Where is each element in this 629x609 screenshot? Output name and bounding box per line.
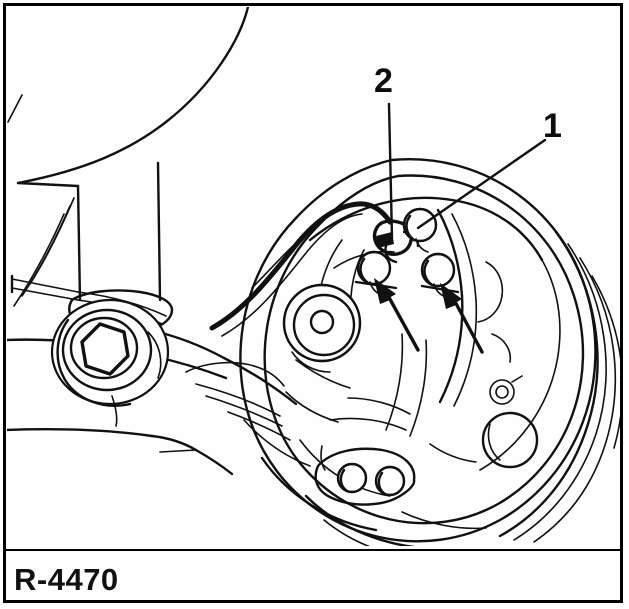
bolt-lower-left [356, 250, 392, 296]
bolt-upper-right [402, 207, 438, 253]
annotation-arrows [354, 278, 484, 354]
leader-line-1 [416, 138, 547, 230]
callout-label-1: 1 [543, 107, 562, 145]
leader-line-2 [387, 102, 394, 240]
hub-boss-group [282, 283, 362, 373]
figure-caption: R-4470 [14, 562, 119, 597]
hex-bolt-group [50, 298, 170, 427]
caption-divider [6, 549, 620, 551]
brake-pipe-group [209, 201, 393, 337]
callout-leaders [387, 102, 547, 240]
brake-drum-group [239, 158, 620, 546]
body-panel-group [7, 7, 250, 307]
surface-shading [243, 359, 487, 530]
backing-plate-group [260, 196, 561, 532]
bottom-bolt-holes [314, 445, 416, 506]
callout-label-2: 2 [374, 62, 393, 100]
